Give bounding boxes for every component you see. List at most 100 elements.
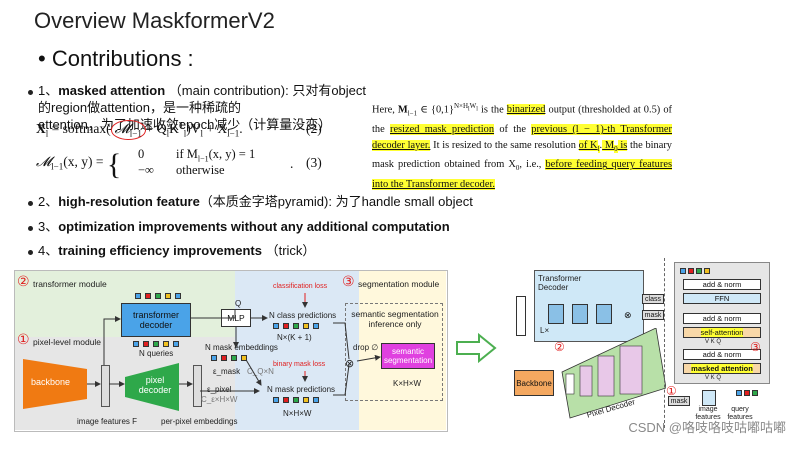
mlp-box: MLP (221, 309, 251, 327)
para-text: is the (477, 104, 507, 116)
mask-prediction-region (235, 271, 359, 430)
bullet-2: 2、high-resolution feature（本质金字塔pyramid):… (38, 193, 473, 210)
bullet-text: （main contribution): 只对有object的region做at… (38, 83, 367, 115)
classification-loss-label: classification loss (273, 283, 328, 290)
bullet-dot (28, 90, 33, 95)
bullet-text: （trick） (261, 243, 316, 258)
self-attention-label: self-attention (700, 328, 744, 337)
eq2-tag: (2) (306, 121, 322, 136)
bullet-bold: training efficiency improvements (58, 243, 262, 258)
bullet-bold: masked attention (58, 83, 166, 98)
inference-dashed-box (345, 303, 443, 401)
para-highlight: previous (531, 124, 568, 136)
ffn-box: FFN (683, 293, 761, 304)
image-features-block (101, 365, 110, 407)
per-pixel-block (193, 365, 202, 407)
para-text: of the (494, 124, 532, 136)
eq-case-cond: if M (176, 147, 198, 161)
transformer-decoder-box: transformer decoder (121, 303, 191, 337)
n-queries-label: N queries (139, 349, 174, 358)
pixel-decoder-shape (125, 363, 179, 411)
decoder-layer-detail: add & norm FFN add & norm self-attention… (674, 262, 770, 384)
eq-case-cond: (x, y) = 1 (208, 147, 256, 161)
bullet-3: 3、optimization improvements without any … (38, 218, 450, 235)
self-attention-box: self-attention (683, 327, 761, 338)
slide-subtitle: • Contributions : (38, 46, 194, 71)
bullet-dot (28, 226, 33, 231)
eq-text: )V (186, 121, 201, 136)
eq-case-cond: otherwise (176, 163, 225, 177)
query-features-input-label: query features (727, 406, 753, 421)
right-circle-3: ③ (750, 340, 761, 354)
pixel-decoder-pyramid (561, 328, 666, 419)
watermark: CSDN @咯吱咯吱咕嘟咕嘟 (628, 420, 786, 435)
transition-arrow-icon (456, 333, 497, 363)
circle-number-3: ③ (342, 273, 355, 289)
maskformer-diagram: ② transformer module ① pixel-level modul… (14, 270, 448, 432)
cq-n-label: C_Q×N (247, 367, 274, 376)
para-text: output (thresholded at 0.5) of the (372, 104, 672, 136)
drop-label: drop ∅ (353, 343, 379, 352)
para-text: Here, (372, 104, 398, 116)
backbone-label: backbone (31, 377, 71, 387)
q-label: Q (235, 299, 242, 308)
class-predictions-label: N class predictions (269, 311, 337, 320)
para-highlight: before feeding query features (545, 159, 672, 171)
para-text: M (397, 104, 408, 116)
slide-title: Overview MaskformerV2 (34, 8, 275, 33)
para-highlight: binarized (506, 104, 546, 116)
equation-3: 𝓜l−1(x, y) = { (36, 148, 122, 181)
n-h-w-label: N×H×W (283, 409, 312, 418)
circle-number-1: ① (17, 331, 30, 347)
eq-case-value: 0 (138, 147, 145, 161)
para-highlight: M (602, 139, 615, 151)
right-backbone-box: Backbone (514, 370, 554, 396)
mask-input-box: mask (668, 396, 690, 406)
divider-line (664, 258, 665, 428)
para-highlight: into the Transformer decoder. (372, 179, 495, 191)
para-highlight: is (617, 139, 628, 151)
pixel-decoder-label: pixel decoder (138, 375, 172, 395)
add-norm-box: add & norm (683, 279, 761, 290)
pixel-module-label: pixel-level module (33, 337, 102, 347)
masked-attention-box: masked attention (683, 363, 761, 374)
image-features-input-label: image features (695, 406, 721, 421)
vkq-label: V K Q (705, 339, 722, 345)
n-k1-label: N×(K + 1) (277, 333, 312, 342)
para-highlight: resized mask prediction (389, 124, 495, 136)
para-highlight: of K (578, 139, 598, 151)
equation-3-cases: 0 if Ml−1(x, y) = 1 −∞ otherwise (138, 147, 256, 177)
mask-embeddings-label: N mask embeddings (205, 343, 278, 352)
para-text: It is resized to the same resolution (430, 139, 579, 151)
circle-number-2: ② (17, 273, 30, 289)
para-text: . (599, 139, 603, 151)
mask-output-box: mask (642, 310, 664, 320)
eq3-tag: (3) (306, 155, 322, 170)
image-features-label: image features F (77, 417, 138, 426)
e-mask-label: ε_mask (213, 367, 241, 376)
equation-2: Xl = softmax(𝓜l−1+ QlKTl)Vl + Xl−1. (36, 120, 243, 140)
para-text: the binary mask prediction obtained from… (372, 139, 673, 171)
right-circle-2: ② (554, 340, 565, 354)
add-norm-box: add & norm (683, 313, 761, 324)
bullet-dot (28, 201, 33, 206)
add-norm-box: add & norm (683, 349, 761, 360)
bullet-text: （本质金字塔pyramid): 为了handle small object (199, 194, 473, 209)
right-circle-1: ① (666, 384, 677, 398)
binary-mask-loss-label: binary mask loss (273, 361, 326, 368)
bullet-dot (28, 250, 33, 255)
eq-text: = softmax( (48, 121, 111, 136)
para-text: ∈ {0,1} (417, 104, 454, 116)
semantic-segmentation-box: semantic segmentation (381, 343, 435, 369)
mask-predictions-label: N mask predictions (267, 385, 336, 394)
diagram-arrows (87, 293, 381, 396)
bullet-num: 3、 (38, 219, 59, 234)
k-h-w-label: K×H×W (393, 379, 422, 388)
bullet-bold: high-resolution feature (58, 194, 200, 209)
bullet-num: 4、 (38, 243, 59, 258)
c-h-w-label: C_ε×H×W (201, 395, 238, 404)
lx-label: L× (540, 326, 550, 335)
right-decoder-label: Transformer Decoder (538, 274, 582, 292)
paper-paragraph: Here, Ml−1 ∈ {0,1}N×HlWl is the binarize… (372, 102, 673, 191)
bullet-4: 4、training efficiency improvements （tric… (38, 242, 315, 259)
